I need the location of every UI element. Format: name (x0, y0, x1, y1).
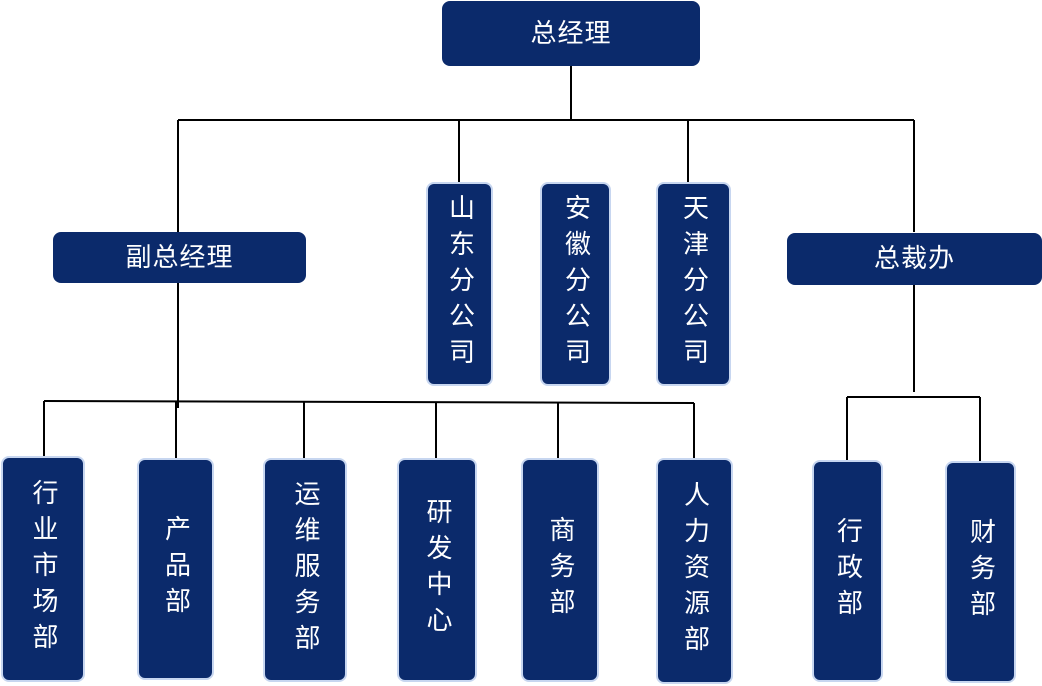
node-department: 财务部 (945, 461, 1016, 683)
node-label: 人力资源部 (679, 481, 710, 661)
node-label: 商务部 (545, 516, 575, 624)
node-label: 财务部 (965, 518, 996, 626)
node-deputy-general-manager: 副总经理 (53, 232, 306, 283)
node-label: 副总经理 (125, 242, 234, 273)
node-label: 行业市场部 (28, 479, 58, 659)
node-label: 产品部 (160, 515, 191, 623)
node-branch: 天津分公司 (656, 182, 731, 386)
node-label: 运维服务部 (290, 480, 320, 660)
node-president-office: 总裁办 (787, 233, 1042, 285)
node-department: 商务部 (521, 458, 599, 682)
node-label: 天津分公司 (678, 194, 709, 374)
node-branch: 山东分公司 (426, 182, 493, 386)
node-branch: 安徽分公司 (540, 182, 611, 386)
node-department: 研发中心 (397, 458, 477, 682)
node-department: 运维服务部 (263, 458, 347, 682)
connector-line (43, 400, 695, 404)
node-label: 安徽分公司 (560, 194, 591, 374)
node-label: 总裁办 (873, 244, 955, 274)
node-general-manager: 总经理 (442, 1, 700, 66)
node-department: 人力资源部 (656, 458, 733, 684)
node-department: 行政部 (812, 460, 883, 682)
node-label: 山东分公司 (444, 194, 475, 374)
node-department: 行业市场部 (1, 456, 85, 682)
node-label: 总经理 (530, 18, 612, 49)
node-label: 行政部 (832, 517, 863, 625)
node-label: 研发中心 (422, 498, 452, 642)
node-department: 产品部 (137, 458, 214, 680)
